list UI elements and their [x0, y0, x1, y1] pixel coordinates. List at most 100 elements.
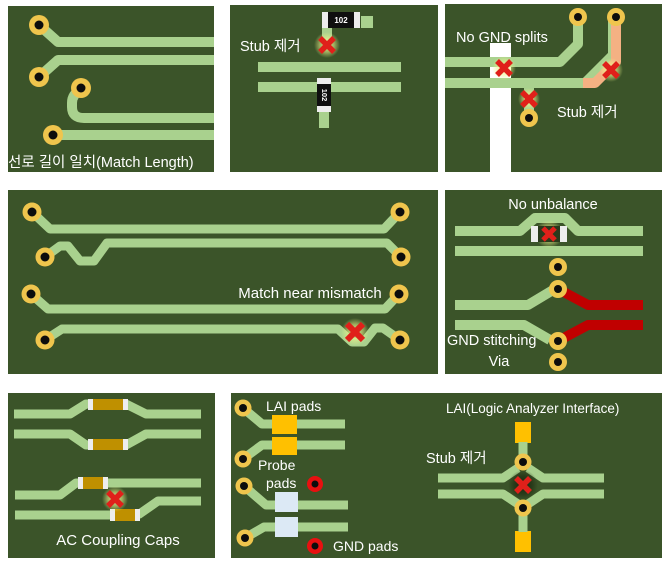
gnd-stitching-label: GND stitching — [447, 333, 536, 349]
component-end-cap — [560, 226, 567, 242]
resistor-value-label: 102 — [320, 89, 329, 102]
lai-pad — [272, 437, 297, 455]
probe-pads-label-line1: Probe — [258, 457, 296, 473]
trace — [123, 429, 201, 449]
via-pad — [29, 15, 49, 35]
trace — [28, 290, 403, 314]
x-mark-icon — [602, 61, 620, 79]
via-pad — [22, 202, 42, 222]
via-pad — [549, 280, 567, 298]
via-pads-left — [234, 399, 254, 547]
via-pad — [520, 109, 538, 127]
match-length-label: 선로 길이 일치(Match Length) — [8, 154, 194, 171]
trace-group-right — [438, 442, 604, 532]
gnd-pads — [307, 476, 323, 554]
x-mark-icon — [541, 226, 557, 242]
resistor-value-label: 102 — [334, 16, 348, 25]
via-pad — [29, 67, 49, 87]
probe-pads-label-line2: pads — [266, 475, 296, 491]
trace — [438, 464, 521, 483]
stub-removal-label: Stub 제거 — [557, 104, 618, 121]
via-pads — [21, 202, 411, 350]
panel-match-length: 선로 길이 일치(Match Length) — [8, 6, 214, 172]
via-pad — [390, 330, 410, 350]
ac-coupling-label: AC Coupling Caps — [56, 532, 179, 549]
via-pad — [514, 499, 532, 517]
via-pad — [607, 8, 625, 26]
via-pad — [514, 453, 532, 471]
coupling-cap — [88, 399, 128, 410]
x-mark-icon — [514, 476, 532, 494]
via-pad — [390, 202, 410, 222]
lai-pads-label: LAI pads — [266, 398, 321, 414]
panel-stub-removal-resistors: 102 Stub 제거 102 — [230, 5, 438, 172]
via-pad — [236, 529, 254, 547]
resistor-pad — [361, 16, 373, 28]
trace — [455, 285, 556, 310]
board-background — [8, 393, 215, 558]
board-background — [8, 190, 438, 374]
stub-removal-label: Stub 제거 — [426, 450, 487, 467]
panel-no-gnd-splits: No GND splits Stub 제거 — [445, 4, 662, 172]
trace — [135, 496, 201, 519]
via-label: Via — [489, 354, 511, 370]
no-unbalance-label: No unbalance — [508, 197, 598, 213]
via-pad — [43, 125, 63, 145]
lai-full-label: LAI(Logic Analyzer Interface) — [446, 401, 619, 416]
red-trace — [555, 320, 643, 346]
probe-pad — [275, 492, 298, 512]
via-pad — [549, 332, 567, 350]
resistor-body — [317, 84, 331, 106]
x-mark-icon — [495, 59, 513, 77]
resistor-end-cap — [317, 106, 331, 112]
inner-layer-traces — [555, 284, 643, 346]
gnd-pad — [307, 476, 323, 492]
via-pad — [35, 330, 55, 350]
via-pad — [234, 399, 252, 417]
x-mark-icon — [318, 36, 336, 54]
via-pad — [549, 258, 567, 276]
x-mark-icon — [106, 490, 124, 508]
via-pad — [391, 247, 411, 267]
via-pad — [549, 353, 567, 371]
via-pads-right — [514, 453, 532, 517]
lai-pad — [272, 415, 297, 434]
resistor-102-horizontal: 102 — [322, 12, 373, 28]
via-pad — [389, 284, 409, 304]
trace-pair-group — [455, 213, 643, 345]
via-pad — [235, 477, 253, 495]
via-pad — [21, 284, 41, 304]
trace — [455, 320, 553, 345]
trace — [438, 489, 521, 508]
panel-lai: LAI pads Probe pads GND pads LAI(Logic A… — [231, 393, 662, 558]
trace — [525, 489, 604, 508]
resistor-end-cap — [322, 12, 328, 28]
panel-match-near-mismatch: Match near mismatch — [8, 190, 438, 374]
no-gnd-splits-label: No GND splits — [456, 30, 548, 46]
resistor-end-cap — [354, 12, 360, 28]
trace-bump — [455, 213, 643, 236]
stub-removal-label: Stub 제거 — [240, 38, 301, 55]
via-pad — [569, 8, 587, 26]
via-pad — [35, 247, 55, 267]
trace — [123, 399, 201, 419]
via-pad — [234, 450, 252, 468]
via-pads — [520, 8, 625, 127]
panel-ac-coupling: AC Coupling Caps — [8, 393, 215, 558]
trace — [241, 482, 348, 510]
red-trace — [555, 284, 643, 310]
coupling-caps — [78, 399, 140, 521]
trace — [28, 208, 404, 234]
gnd-pads-label: GND pads — [333, 538, 398, 554]
via-pads — [29, 15, 91, 145]
probe-pad — [275, 517, 298, 537]
x-marks — [495, 59, 620, 108]
resistor-body — [328, 12, 354, 28]
coupling-cap — [110, 509, 140, 521]
coupling-cap — [88, 439, 128, 450]
resistor-pad — [319, 112, 329, 128]
resistor-102-vertical: 102 — [317, 78, 331, 128]
panel-no-unbalance: No unbalance GND stitching Via — [445, 190, 662, 374]
lai-pad — [515, 422, 531, 443]
